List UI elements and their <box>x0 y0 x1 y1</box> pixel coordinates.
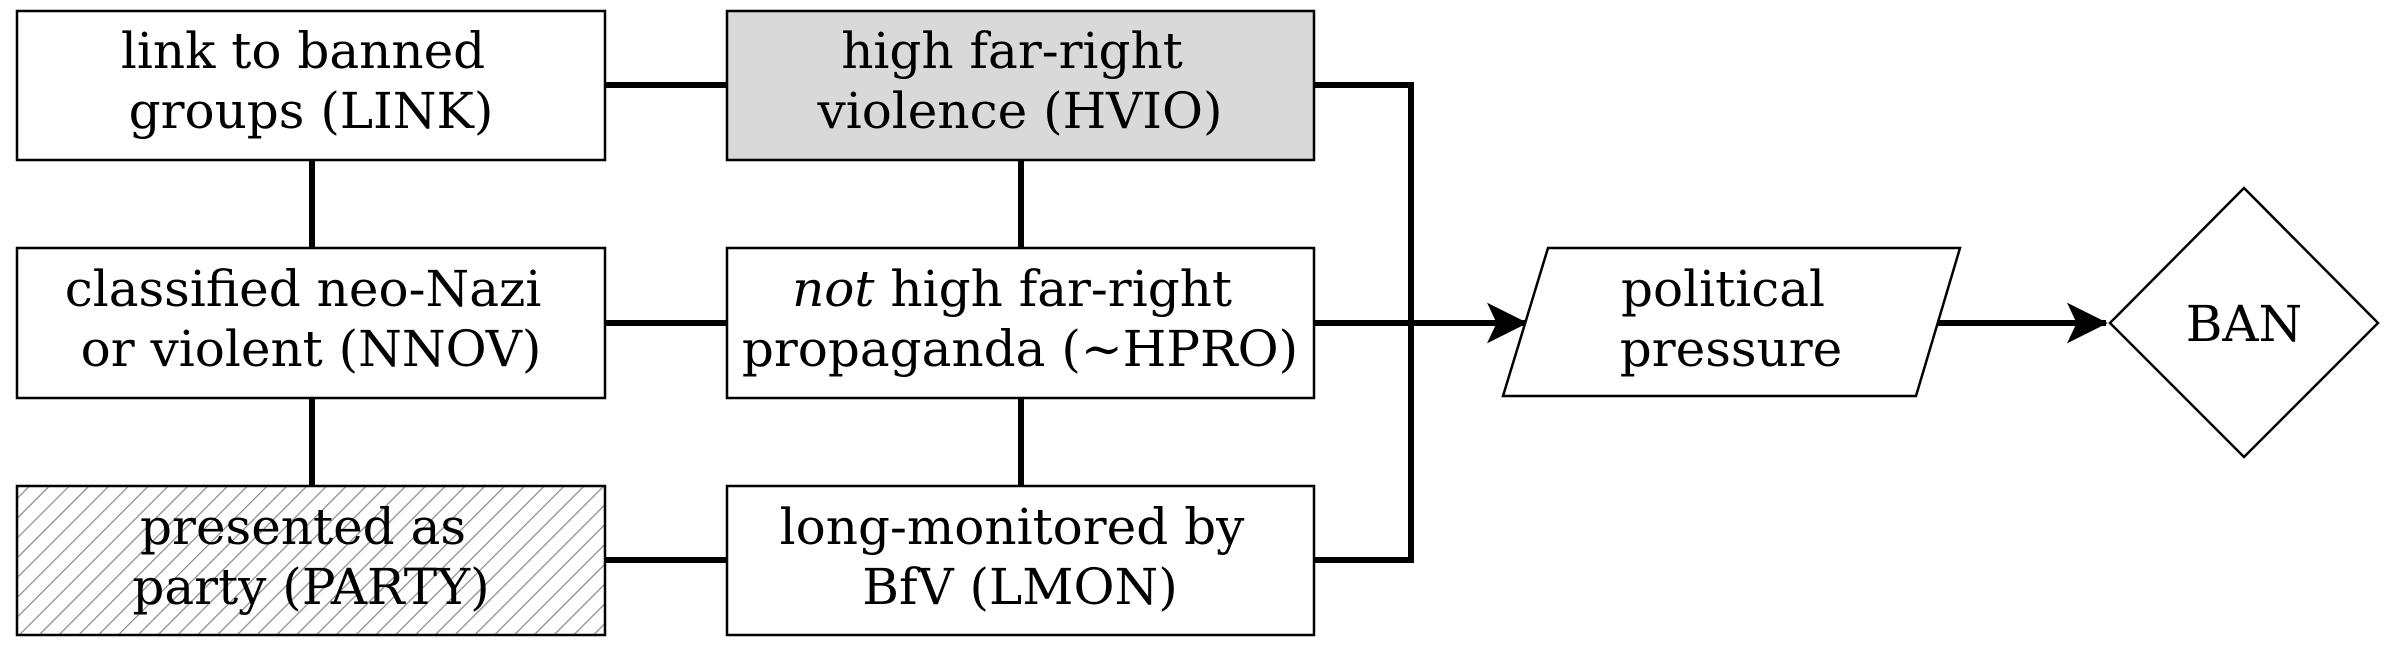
node-nnov-line2: or violent (NNOV) <box>81 320 542 378</box>
node-hvio: high far-right violence (HVIO) <box>725 9 1316 162</box>
connectors <box>309 82 2108 563</box>
node-hpro-line1: high far-right <box>875 260 1233 318</box>
svg-text:presented as party (PART: presented as party (PARTY) <box>132 498 489 616</box>
svg-text:classified neo-Nazi or v: classified neo-Nazi or violent (NNOV) <box>65 260 558 378</box>
node-pressure-line2: pressure <box>1620 320 1843 378</box>
node-lmon-line1: long-monitored by <box>780 498 1245 556</box>
node-lmon-box <box>725 484 1316 637</box>
node-hpro-box <box>725 246 1316 400</box>
node-pressure: political pressure <box>1501 246 1962 398</box>
node-ban-shape <box>2108 186 2380 459</box>
node-hvio-box <box>725 9 1316 162</box>
node-link-line2: groups (LINK) <box>129 82 494 140</box>
node-link: link to banned groups (LINK) <box>15 9 607 162</box>
node-nnov-box <box>15 246 607 400</box>
node-pressure-line1: political <box>1621 260 1825 318</box>
svg-text:high far-right violence: high far-right violence (HVIO) <box>816 22 1222 140</box>
node-party-line2: party (PARTY) <box>132 558 489 616</box>
node-hpro-not: not <box>792 260 875 318</box>
node-pressure-shape <box>1501 246 1962 398</box>
node-hpro-line2: propaganda (∼HPRO) <box>742 320 1298 378</box>
svg-text:long-monitored by BfV (L: long-monitored by BfV (LMON) <box>780 498 1261 616</box>
node-lmon: long-monitored by BfV (LMON) <box>725 484 1316 637</box>
node-lmon-line2: BfV (LMON) <box>862 558 1177 616</box>
svg-text:political pressure: political pressure <box>1620 260 1843 378</box>
node-link-line1: link to banned <box>121 22 485 80</box>
node-hvio-line1: high far-right <box>841 22 1183 80</box>
node-party-line1: presented as <box>140 498 466 556</box>
node-ban: BAN <box>2108 186 2380 459</box>
svg-text:link to banned groups (L: link to banned groups (LINK) <box>121 22 501 140</box>
svg-text:not high far-right propa: not high far-right propaganda (∼HPRO) <box>742 260 1298 378</box>
node-hpro: not high far-right propaganda (∼HPRO) <box>725 246 1316 400</box>
node-nnov-line1: classified neo-Nazi <box>65 260 542 318</box>
node-nnov: classified neo-Nazi or violent (NNOV) <box>15 246 607 400</box>
node-hvio-line2: violence (HVIO) <box>816 82 1222 140</box>
node-party-box <box>15 484 607 637</box>
node-link-box <box>15 9 607 162</box>
node-party: presented as party (PARTY) <box>15 484 607 637</box>
node-ban-label: BAN <box>2186 295 2303 353</box>
